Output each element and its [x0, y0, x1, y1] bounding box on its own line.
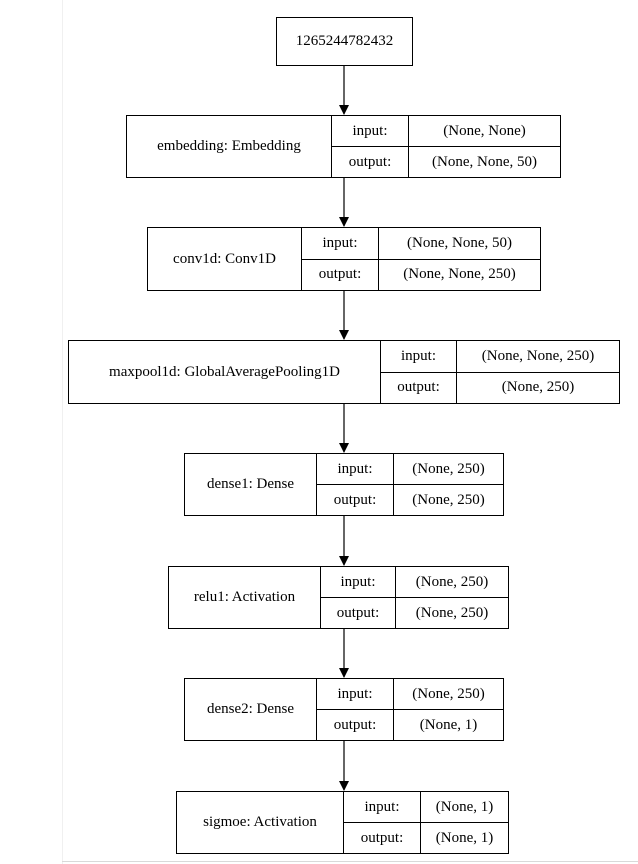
page-bottom-border — [62, 861, 638, 862]
output-shape: (None, 1) — [419, 716, 478, 733]
output-shape: (None, 250) — [412, 491, 485, 508]
output-label: output: — [397, 379, 440, 396]
output-label: output: — [336, 604, 380, 621]
input-shape: (None, 1) — [421, 792, 508, 823]
input-shape: (None, 250) — [394, 679, 503, 710]
root-node: 1265244782432 — [276, 17, 413, 66]
layer-name: maxpool1d: GlobalAveragePooling1D — [69, 341, 381, 403]
output-shape: (None, None, 250) — [403, 266, 516, 283]
input-shape: (None, None, 250) — [457, 341, 619, 373]
layer-node-dense2: dense2: Dense input: output: (None, 250)… — [184, 678, 504, 741]
input-shape: (None, None, 50) — [379, 228, 540, 260]
layer-node-embedding: embedding: Embedding input: output: (Non… — [126, 115, 561, 178]
layer-name: dense2: Dense — [185, 679, 317, 740]
layer-name: conv1d: Conv1D — [148, 228, 302, 290]
input-shape: (None, 250) — [396, 567, 508, 598]
output-shape: (None, 250) — [415, 604, 489, 621]
input-label: input: — [321, 567, 395, 598]
layer-node-maxpool1d: maxpool1d: GlobalAveragePooling1D input:… — [68, 340, 620, 404]
layer-name: dense1: Dense — [185, 454, 317, 515]
layer-node-sigmoe: sigmoe: Activation input: output: (None,… — [176, 791, 509, 854]
layer-name: embedding: Embedding — [127, 116, 332, 177]
input-label: input: — [332, 116, 408, 147]
layer-name: sigmoe: Activation — [177, 792, 344, 853]
output-label: output: — [348, 153, 392, 170]
input-shape: (None, 250) — [394, 454, 503, 485]
output-shape: (None, None, 50) — [432, 153, 537, 170]
output-label: output: — [360, 829, 404, 846]
root-node-label: 1265244782432 — [295, 33, 394, 49]
output-label: output: — [318, 266, 362, 283]
input-label: input: — [381, 341, 456, 373]
output-label: output: — [333, 491, 377, 508]
layer-node-relu1: relu1: Activation input: output: (None, … — [168, 566, 509, 629]
input-label: input: — [317, 679, 393, 710]
output-shape: (None, 250) — [501, 379, 575, 396]
input-label: input: — [317, 454, 393, 485]
layer-node-dense1: dense1: Dense input: output: (None, 250)… — [184, 453, 504, 516]
input-shape: (None, None) — [409, 116, 560, 147]
input-label: input: — [302, 228, 378, 260]
output-label: output: — [333, 716, 377, 733]
page-left-border — [62, 0, 63, 864]
layer-name: relu1: Activation — [169, 567, 321, 628]
layer-node-conv1d: conv1d: Conv1D input: output: (None, Non… — [147, 227, 541, 291]
input-label: input: — [344, 792, 420, 823]
output-shape: (None, 1) — [435, 829, 494, 846]
